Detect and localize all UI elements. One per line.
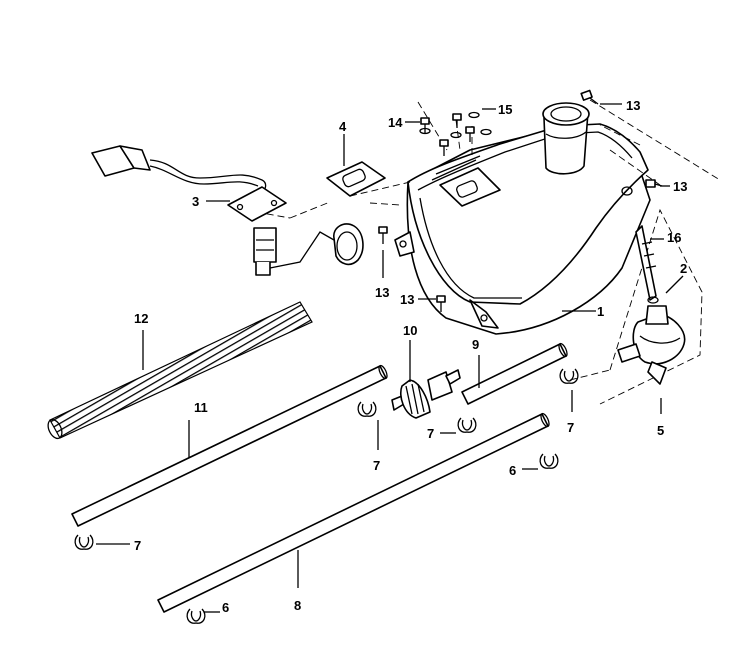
callout-7-left: 7	[134, 538, 141, 553]
hose-clip-7	[457, 417, 477, 433]
fuel-strainer-16	[635, 225, 657, 301]
fuel-tank	[394, 102, 651, 335]
callout-3: 3	[192, 194, 199, 209]
bolt-13-top-right	[580, 89, 599, 105]
callout-1: 1	[597, 304, 604, 319]
callout-11: 11	[194, 400, 208, 415]
callout-6-right: 6	[509, 463, 516, 478]
callout-13-middle: 13	[375, 285, 389, 300]
callout-5: 5	[657, 423, 664, 438]
callout-15: 15	[498, 102, 512, 117]
bolt-13-right	[645, 179, 663, 188]
bolt-14	[419, 117, 431, 135]
callout-7-center: 7	[427, 426, 434, 441]
washer-15	[468, 111, 480, 119]
callout-14: 14	[388, 115, 403, 130]
bolt-a	[452, 113, 462, 128]
callout-13-lower: 13	[400, 292, 414, 307]
washer	[480, 128, 492, 136]
o-ring-2	[647, 296, 659, 304]
fuel-hose-8	[157, 412, 550, 613]
hose-clip-6	[186, 608, 206, 624]
callout-16: 16	[667, 230, 681, 245]
callout-6-bottom: 6	[222, 600, 229, 615]
hose-clip-7	[74, 534, 94, 550]
fuel-hose-11	[71, 364, 388, 527]
hose-clip-7	[357, 401, 377, 417]
bolt-group-top	[419, 111, 492, 156]
hose-clip-7	[559, 368, 579, 384]
washer	[450, 131, 462, 139]
gasket-plate	[326, 161, 386, 197]
fuel-level-sender	[91, 145, 364, 276]
callout-4: 4	[339, 119, 347, 134]
callout-9: 9	[472, 337, 479, 352]
fuel-cock-assembly	[617, 225, 686, 385]
callout-7-middle: 7	[373, 458, 380, 473]
callout-12: 12	[134, 311, 148, 326]
fuel-filter-10	[391, 369, 461, 419]
callout-2: 2	[680, 261, 687, 276]
hose-clip-6	[539, 453, 559, 469]
callout-13-top: 13	[626, 98, 640, 113]
fuel-hose-9	[461, 342, 568, 405]
callout-7-right: 7	[567, 420, 574, 435]
callout-10: 10	[403, 323, 417, 338]
bolt-c	[439, 139, 449, 156]
corrugated-hose-12	[47, 301, 313, 440]
callout-8: 8	[294, 598, 301, 613]
callout-13-right: 13	[673, 179, 687, 194]
bolt-13-lower	[436, 295, 446, 312]
bolt-13-middle	[378, 226, 388, 244]
bolt-b	[465, 126, 475, 142]
